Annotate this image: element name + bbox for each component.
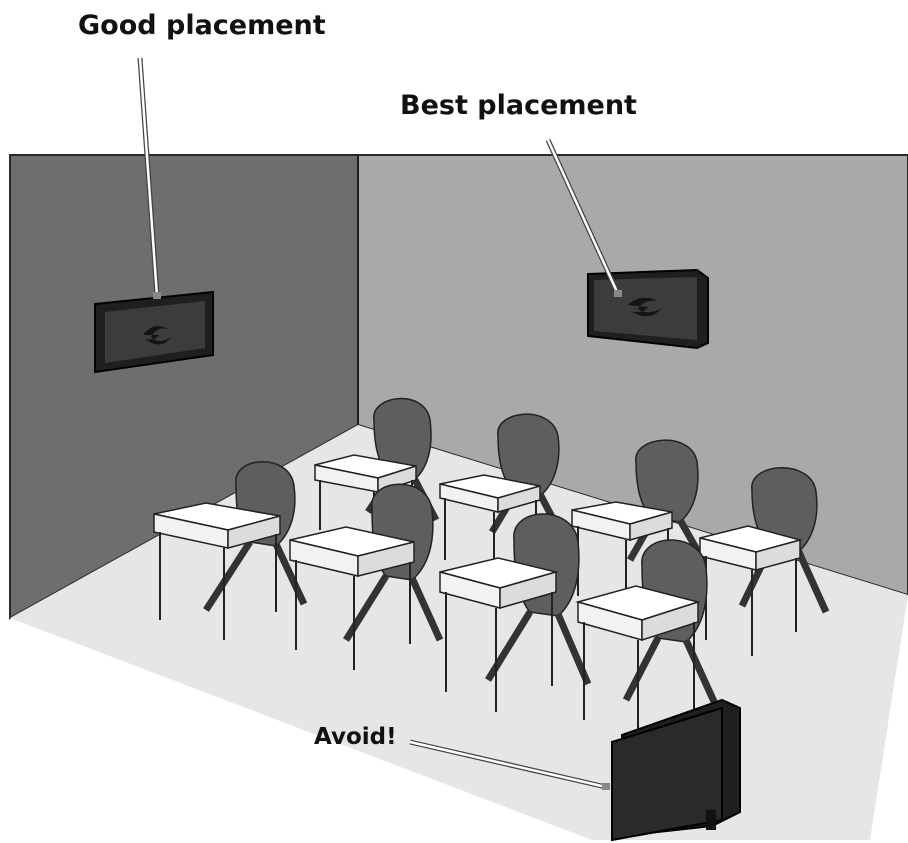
good-placement-label: Good placement <box>78 10 326 41</box>
wall-speaker-best <box>588 270 708 348</box>
best-placement-label: Best placement <box>400 90 637 121</box>
avoid-placement-label: Avoid! <box>314 724 397 750</box>
